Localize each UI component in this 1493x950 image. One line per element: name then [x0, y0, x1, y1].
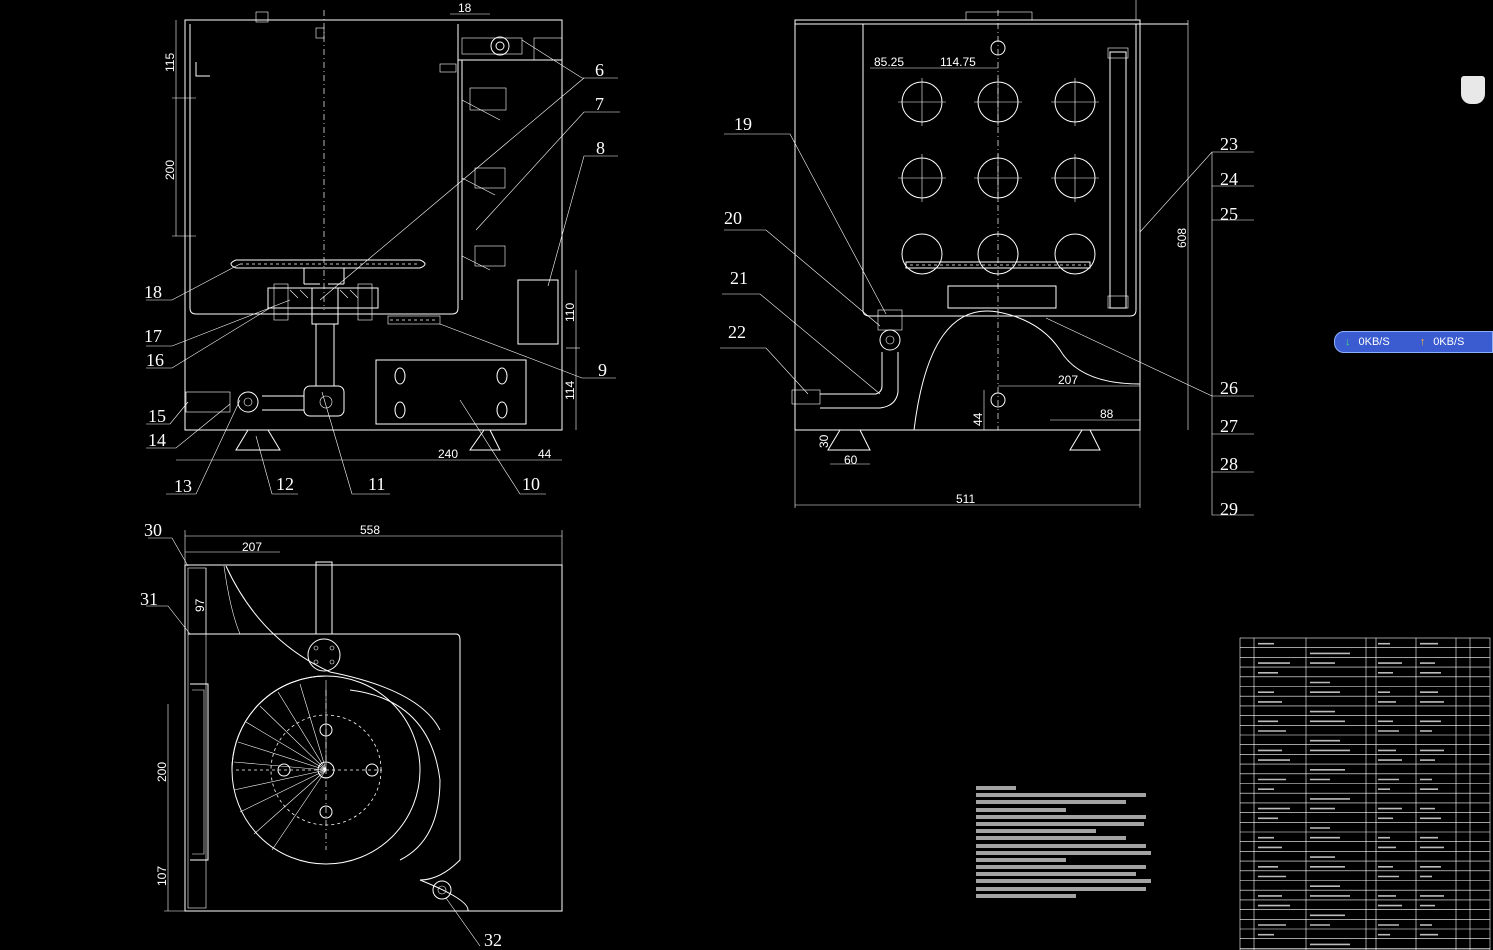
note-line	[976, 829, 1096, 834]
top-view	[146, 530, 563, 947]
dim-text: 114	[563, 381, 577, 400]
dim-text: 60	[844, 453, 858, 467]
dim-text: 200	[155, 762, 169, 782]
dim-text: 18	[458, 1, 472, 15]
part-label: 16	[146, 350, 164, 370]
dim-text: 115	[163, 53, 177, 72]
part-label: 28	[1220, 454, 1238, 474]
part-label: 9	[598, 360, 607, 380]
part-label: 10	[522, 474, 540, 494]
note-line	[976, 821, 1144, 826]
arrow-up-icon: ↑	[1419, 336, 1426, 348]
dim-text: 107	[155, 866, 169, 886]
top-view-part-labels: 30 31 32	[140, 520, 502, 950]
dim-text: 511	[956, 492, 975, 506]
note-line	[976, 807, 1066, 812]
part-label: 20	[724, 208, 742, 228]
part-label: 13	[174, 476, 192, 496]
dim-text: 30	[817, 434, 831, 448]
part-label: 24	[1220, 169, 1238, 189]
note-line	[976, 886, 1146, 891]
dim-text: 110	[563, 303, 577, 322]
download-speed: 0KB/S	[1358, 336, 1390, 348]
dim-text: 44	[538, 447, 552, 461]
note-line	[976, 872, 1136, 877]
note-line	[976, 814, 1146, 819]
part-label: 19	[734, 114, 752, 134]
note-line	[976, 800, 1126, 805]
part-label: 23	[1220, 134, 1238, 154]
front-view-dimensions: 18 115 200 110 114 240 44	[163, 1, 577, 461]
part-label: 27	[1220, 416, 1238, 436]
dim-text: 88	[1100, 407, 1114, 421]
parts-list-table	[1239, 637, 1491, 950]
note-line	[976, 793, 1146, 798]
part-label: 22	[728, 322, 746, 342]
part-label: 32	[484, 930, 502, 950]
side-view-part-labels: 19 20 21 22 23 24 25 26 27 28 29	[724, 114, 1238, 519]
network-speed-widget[interactable]: ↓ 0KB/S ↑ 0KB/S	[1334, 331, 1493, 353]
arrow-down-icon: ↓	[1345, 336, 1351, 348]
part-label: 18	[144, 282, 162, 302]
dim-text: 97	[193, 598, 207, 612]
side-view-dimensions: 85.25 114.75 608 207 88 44 30 60 511	[817, 55, 1189, 506]
dim-text: 240	[438, 447, 458, 461]
part-label: 11	[368, 474, 385, 494]
top-view-dimensions: 558 207 97 200 107	[155, 523, 380, 886]
dim-text: 200	[163, 160, 177, 180]
note-line	[976, 836, 1126, 841]
dim-text: 114.75	[940, 55, 976, 69]
note-line	[976, 865, 1146, 870]
dim-text: 44	[971, 412, 985, 426]
note-line	[976, 879, 1151, 884]
part-label: 21	[730, 268, 748, 288]
part-label: 7	[595, 94, 604, 114]
part-label: 29	[1220, 499, 1238, 519]
part-label: 31	[140, 589, 158, 609]
note-line	[976, 786, 1016, 790]
upload-speed: 0KB/S	[1433, 336, 1465, 348]
part-label: 8	[596, 138, 605, 158]
note-line	[976, 850, 1151, 855]
note-line	[976, 843, 1146, 848]
technical-requirements-notes	[976, 783, 1152, 901]
part-label: 12	[276, 474, 294, 494]
note-line	[976, 893, 1076, 898]
part-label: 14	[148, 430, 166, 450]
part-label: 25	[1220, 204, 1238, 224]
part-label: 15	[148, 406, 166, 426]
dim-text: 85.25	[874, 55, 904, 69]
usb-drive-icon[interactable]	[1461, 76, 1485, 104]
front-view-part-labels: 6 7 8 9 10 11 12 13 14 15 16 17 18	[144, 60, 607, 496]
part-label: 30	[144, 520, 162, 540]
part-label: 6	[595, 60, 604, 80]
part-label: 26	[1220, 378, 1238, 398]
front-view	[146, 10, 620, 495]
side-view	[720, 0, 1254, 516]
dim-text: 207	[242, 540, 262, 554]
dim-text: 558	[360, 523, 380, 537]
note-line	[976, 857, 1066, 862]
dim-text: 207	[1058, 373, 1078, 387]
dim-text: 608	[1175, 228, 1189, 248]
part-label: 17	[144, 326, 162, 346]
